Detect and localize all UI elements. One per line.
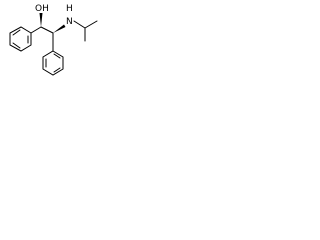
hydroxyl-label: OH (35, 4, 49, 14)
phenyl-ring-upper-left (9, 26, 32, 52)
bond-ring1-c1 (30, 26, 42, 34)
wedge-bond-c1-oh (39, 13, 43, 27)
bond-n-ch (73, 20, 86, 29)
bond-ch-methyl-up (84, 20, 98, 29)
svg-text:N: N (66, 17, 73, 27)
phenyl-ring-lower (42, 50, 64, 76)
svg-text:H: H (66, 4, 73, 14)
chemical-structure: OH H N (9, 4, 98, 76)
wedge-bond-c2-nh (53, 24, 66, 33)
bond-c1-c2 (40, 26, 54, 34)
amine-label: H N (66, 4, 73, 27)
